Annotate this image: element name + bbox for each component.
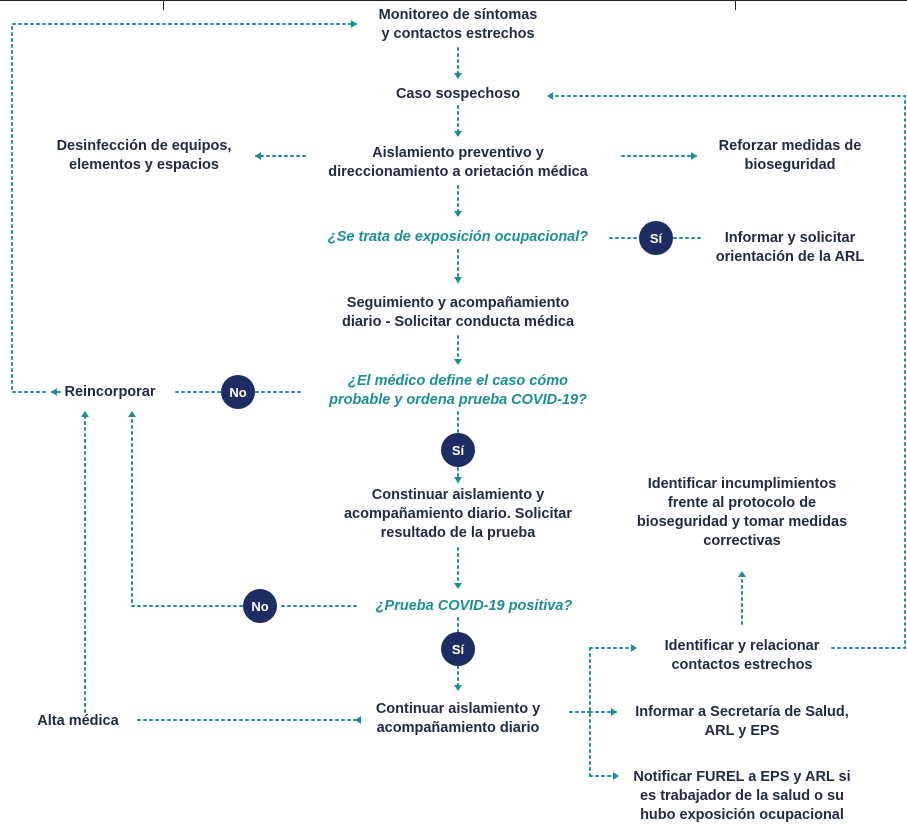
node-informar-secretaria: Informar a Secretaría de Salud,ARL y EPS bbox=[635, 704, 849, 739]
badge-no-prueba: No bbox=[243, 589, 277, 623]
node-pregunta-exposicion: ¿Se trata de exposición ocupacional? bbox=[327, 229, 589, 245]
edge-loop-monitoreo bbox=[11, 20, 357, 393]
node-pregunta-prueba: ¿Prueba COVID-19 positiva? bbox=[375, 598, 573, 614]
badge-si-exposicion: Sí bbox=[639, 221, 673, 255]
edge-no-up bbox=[128, 411, 243, 607]
node-alta-medica: Alta médica bbox=[37, 713, 119, 729]
badge-si-medico: Sí bbox=[441, 433, 475, 467]
edge-loop-caso bbox=[547, 92, 906, 649]
node-reincorporar: Reincorporar bbox=[64, 384, 156, 400]
node-desinfeccion: Desinfección de equipos,elementos y espa… bbox=[56, 138, 232, 173]
badge-si-prueba: Sí bbox=[441, 632, 475, 666]
top-border-tick bbox=[163, 0, 164, 10]
node-caso-sospechoso: Caso sospechoso bbox=[395, 86, 521, 102]
badge-no-medico: No bbox=[221, 375, 255, 409]
top-border bbox=[0, 0, 907, 1]
top-border-tick bbox=[735, 0, 736, 10]
